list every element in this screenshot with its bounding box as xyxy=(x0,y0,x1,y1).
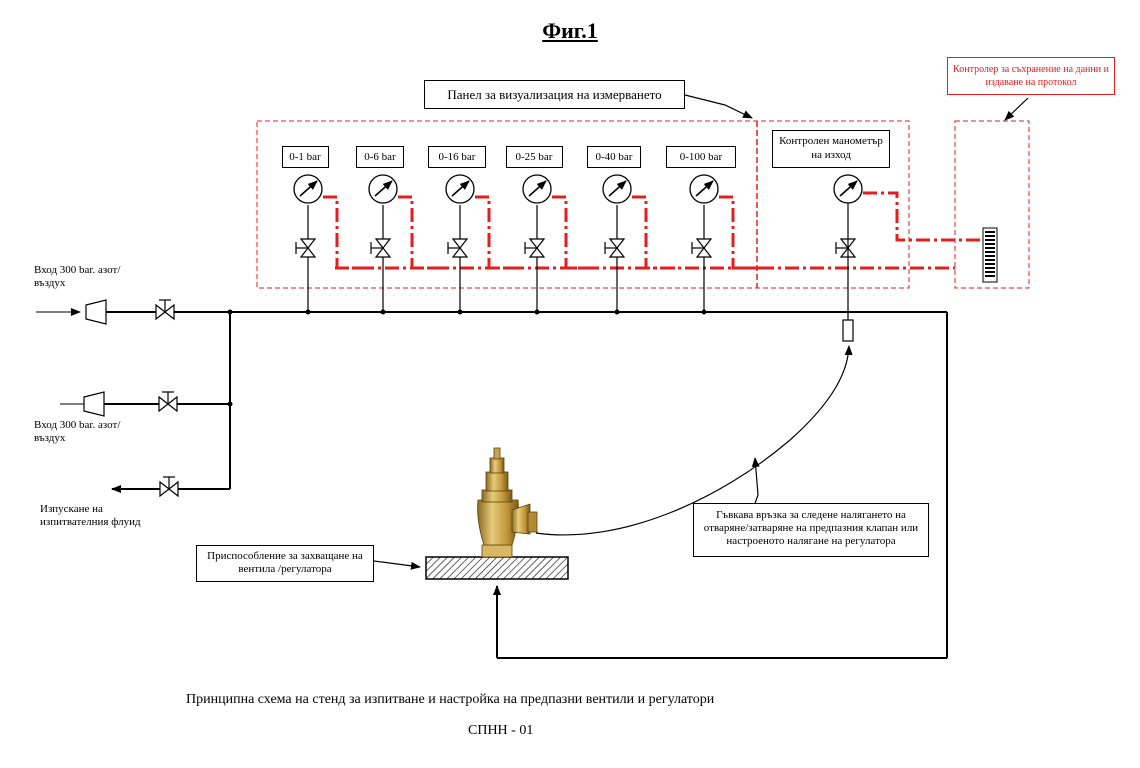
tap-point xyxy=(380,309,386,315)
gauge-range-label: 0-16 bar xyxy=(428,146,486,168)
flex-label-box: Гъвкава връзка за следене налягането на … xyxy=(693,503,929,557)
control-gauge xyxy=(833,174,863,204)
visualization-panel-frame xyxy=(256,120,910,289)
flex-label: Гъвкава връзка за следене налягането на … xyxy=(703,509,919,547)
inlet-1-label: Вход 300 bar. азот/въздух xyxy=(34,264,121,289)
tap-point xyxy=(457,309,463,315)
inlet-2-label: Вход 300 bar. азот/въздух xyxy=(34,419,121,444)
flexible-hose xyxy=(535,345,853,536)
tap-point xyxy=(534,309,540,315)
controller-frame xyxy=(954,120,1030,289)
gauge-2 xyxy=(368,174,398,204)
inlet-regulator-2 xyxy=(83,391,105,417)
leader-arrows xyxy=(373,94,1029,570)
gauge-range-label: 0-6 bar xyxy=(356,146,404,168)
gauge-group xyxy=(293,174,863,315)
gauge-valve-4 xyxy=(524,238,546,258)
fixture-base xyxy=(425,556,569,580)
line-valves xyxy=(155,299,179,498)
control-gauge-label-box: Контролен манометър на изход xyxy=(772,130,890,168)
tap-point xyxy=(614,309,620,315)
gauge-range-label: 0-100 bar xyxy=(666,146,736,168)
safety-valve-illustration xyxy=(477,447,538,558)
fixture-label-box: Приспособление за захващане на вентила /… xyxy=(196,545,374,582)
exhaust-label: Изпускане на изпитвателния флуид xyxy=(40,503,141,528)
panel-label-box: Панел за визуализация на измерването xyxy=(424,80,685,109)
gauge-valve-1 xyxy=(295,238,317,258)
control-gauge-label: Контролен манометър на изход xyxy=(779,135,883,161)
figure-title: Фиг.1 xyxy=(542,18,598,43)
gauge-1 xyxy=(293,174,323,204)
signal-lines xyxy=(323,191,983,270)
tap-point xyxy=(701,309,707,315)
controller-connector xyxy=(982,227,998,283)
exhaust-valve xyxy=(159,476,179,498)
inlet-1-valve xyxy=(155,299,175,321)
caption: Принципна схема на стенд за изпитване и … xyxy=(186,692,715,707)
fixture-label: Приспособление за захващане на вентила /… xyxy=(207,550,363,575)
control-fitting xyxy=(842,319,854,342)
inlet-2-valve xyxy=(158,391,178,413)
gauge-range-label: 0-1 bar xyxy=(281,146,329,168)
gauge-4 xyxy=(522,174,552,204)
control-gauge-valve xyxy=(835,238,857,258)
panel-label: Панел за визуализация на измерването xyxy=(447,87,662,102)
drawing-code: СПНН - 01 xyxy=(468,723,534,738)
junction-dots xyxy=(227,309,233,407)
gauge-valve-6 xyxy=(691,238,713,258)
gauge-range-label: 0-25 bar xyxy=(505,146,563,168)
gauge-3 xyxy=(445,174,475,204)
tap-point xyxy=(305,309,311,315)
gauge-valve-5 xyxy=(604,238,626,258)
gauge-range-label: 0-40 bar xyxy=(587,146,641,168)
controller-label-box: Контролер за съхранение на данни и издав… xyxy=(947,57,1115,95)
controller-label: Контролер за съхранение на данни и издав… xyxy=(953,64,1109,88)
gauge-6 xyxy=(689,174,719,204)
gauge-valve-3 xyxy=(447,238,469,258)
gauge-valve-2 xyxy=(370,238,392,258)
inlet-regulator-1 xyxy=(85,299,107,325)
gauge-5 xyxy=(602,174,632,204)
